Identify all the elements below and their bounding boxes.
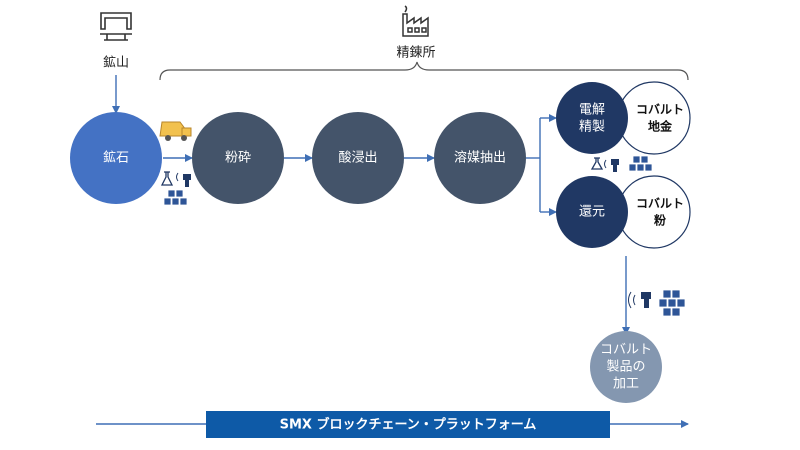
- blockchain-cubes-icon-refining: [628, 155, 653, 172]
- barcode-scanner-icon-refining: [604, 159, 619, 172]
- barcode-scanner-icon-products: [628, 291, 651, 309]
- node-solvent-extraction-label: 溶媒抽出: [454, 151, 506, 166]
- node-cobalt-ingot-line2: 地金: [648, 119, 673, 134]
- refinery-bracket: [159, 61, 689, 81]
- dump-truck-icon: [159, 121, 192, 141]
- mine-icon: [100, 12, 132, 41]
- node-crushing-label: 粉砕: [225, 151, 251, 166]
- platform-bar: [206, 411, 610, 438]
- node-acid-leach-label: 酸浸出: [338, 151, 377, 166]
- node-cobalt-powder-line1: コバルト: [636, 197, 684, 211]
- node-electro-refining: [556, 82, 628, 154]
- blockchain-cubes-icon-products: [658, 289, 686, 317]
- node-reduction: [556, 176, 628, 248]
- node-crushing: [192, 112, 284, 204]
- platform-label: SMX ブロックチェーン・プラットフォーム: [280, 417, 537, 433]
- barcode-scanner-icon: [176, 172, 191, 187]
- node-cobalt-powder: [617, 175, 691, 249]
- node-cobalt-products: [590, 331, 662, 403]
- node-reduction-label: 還元: [579, 205, 605, 220]
- node-electro-refining-line2: 精製: [579, 120, 605, 135]
- blockchain-cubes-icon: [163, 189, 188, 206]
- node-electro-refining-line1: 電解: [579, 103, 605, 118]
- node-ore: [70, 112, 162, 204]
- refinery-label: 精錬所: [396, 46, 435, 61]
- node-cobalt-powder-line2: 粉: [654, 213, 666, 228]
- factory-icon: [402, 5, 429, 37]
- node-cobalt-products-line2: 製品の: [606, 360, 645, 375]
- node-cobalt-products-line3: 加工: [613, 377, 639, 392]
- flask-icon-refining: [590, 157, 604, 170]
- node-solvent-extraction: [434, 112, 526, 204]
- node-cobalt-ingot: [617, 81, 691, 155]
- flask-icon: [160, 171, 174, 186]
- node-cobalt-products-line1: コバルト: [600, 343, 652, 358]
- node-cobalt-ingot-line1: コバルト: [636, 103, 684, 117]
- node-acid-leach: [312, 112, 404, 204]
- mine-label: 鉱山: [103, 55, 129, 71]
- node-ore-label: 鉱石: [103, 150, 129, 166]
- arrow-extraction-branch: [526, 114, 557, 216]
